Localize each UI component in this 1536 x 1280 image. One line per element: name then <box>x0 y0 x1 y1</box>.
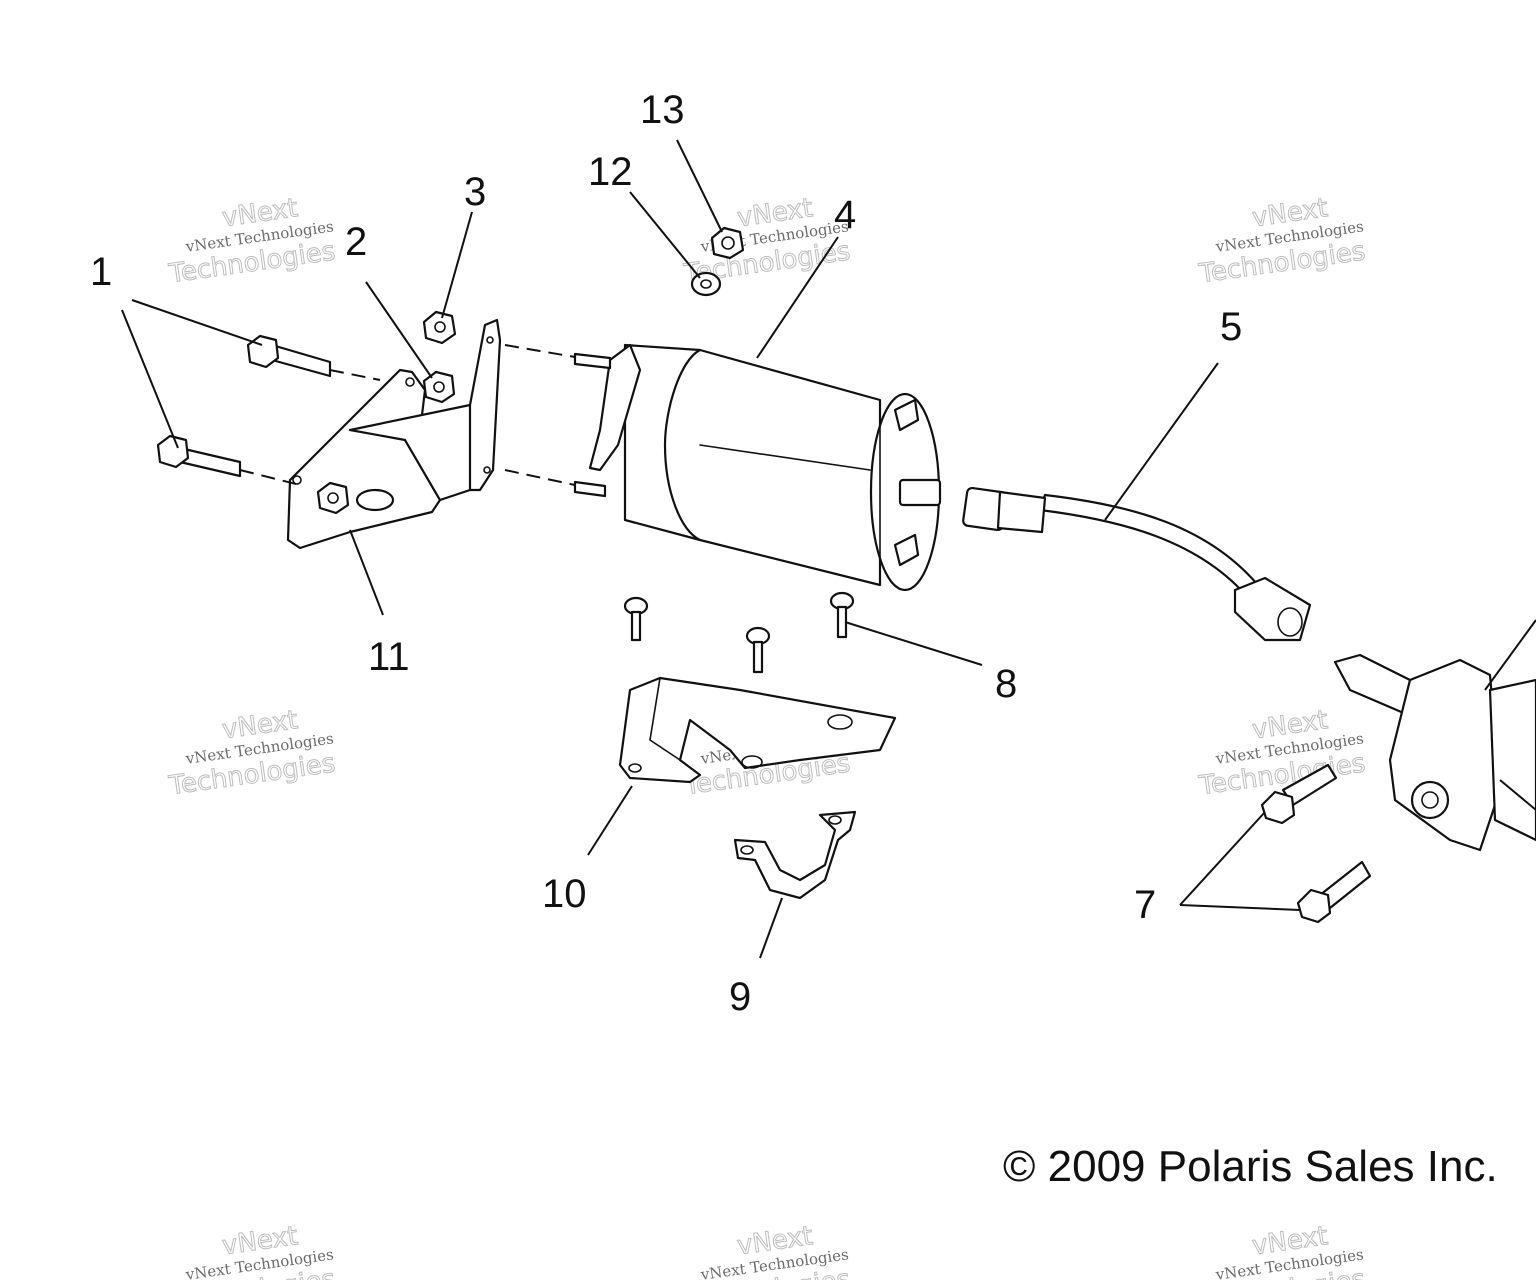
part-2-nut <box>316 370 456 515</box>
part-8-screw <box>623 596 649 642</box>
callout-2: 2 <box>345 220 367 264</box>
part-10-lower-bracket <box>618 676 897 784</box>
part-8-screw <box>829 591 855 639</box>
watermark: vNext vNext Technologies Technologies <box>1196 705 1368 802</box>
part-4-starter-motor <box>573 343 942 592</box>
watermark: vNext vNext Technologies Technologies <box>166 1221 338 1280</box>
part-7-bolt-lower <box>1296 860 1372 924</box>
callout-9: 9 <box>729 975 751 1019</box>
copyright-text: © 2009 Polaris Sales Inc. <box>1003 1142 1498 1191</box>
stud-lower <box>573 480 607 498</box>
callout-13: 13 <box>640 88 685 132</box>
alignment-line <box>329 369 381 381</box>
watermark: vNext vNext Technologies Technologies <box>1196 193 1368 290</box>
leader-lines <box>121 139 1536 959</box>
part-1-bolt-lower <box>156 434 242 478</box>
part-3-nut <box>422 310 457 345</box>
part-1-bolt-upper <box>246 334 332 378</box>
part-13-nut <box>710 226 745 260</box>
stud-upper <box>573 352 612 370</box>
callout-8: 8 <box>995 662 1017 706</box>
watermark: vNext vNext Technologies Technologies <box>681 1221 853 1280</box>
callout-1: 1 <box>90 250 112 294</box>
part-8-screw <box>745 626 771 674</box>
callout-3: 3 <box>464 170 486 214</box>
callout-4: 4 <box>834 193 856 237</box>
callout-12: 12 <box>588 150 633 194</box>
drive-assembly-partial <box>1333 653 1536 852</box>
part-5-shaft <box>962 486 1312 642</box>
watermark: vNext vNext Technologies Technologies <box>166 705 338 802</box>
alignment-line <box>504 469 576 486</box>
callout-10: 10 <box>542 872 587 916</box>
part-7-bolt-upper <box>1260 763 1338 825</box>
alignment-line <box>504 344 576 358</box>
callout-11: 11 <box>368 635 410 679</box>
part-12-washer <box>690 271 722 297</box>
callout-7: 7 <box>1134 883 1156 927</box>
callouts: 1 2 3 4 5 7 8 9 10 11 12 13 <box>90 88 1242 1019</box>
callout-5: 5 <box>1220 305 1242 349</box>
watermark: vNext vNext Technologies Technologies <box>166 193 338 290</box>
alignment-line <box>239 469 301 486</box>
part-11-mounting-bracket <box>286 318 502 550</box>
watermark: vNext vNext Technologies Technologies <box>1196 1221 1368 1280</box>
part-9-clamp <box>733 810 857 900</box>
